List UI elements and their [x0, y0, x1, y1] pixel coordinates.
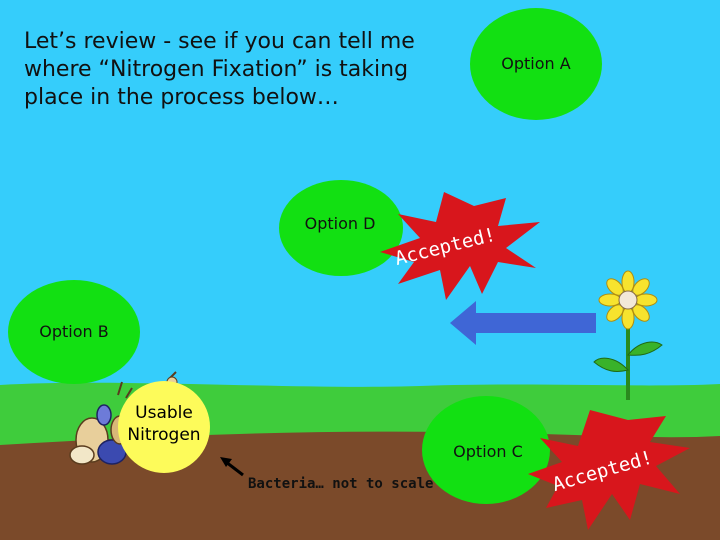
bacteria-note: Bacteria… not to scale [248, 476, 434, 492]
option-d-circle[interactable] [279, 180, 403, 276]
option-a-label[interactable]: Option A [501, 54, 571, 73]
accepted-burst-2 [528, 410, 690, 530]
option-c-circle[interactable] [422, 396, 550, 504]
usable-nitrogen-label: Usable Nitrogen [118, 402, 210, 446]
sunflower-icon [593, 270, 663, 400]
accepted-burst-1 [380, 192, 540, 300]
blue-arrow-icon [450, 301, 596, 345]
review-prompt: Let’s review - see if you can tell me wh… [24, 29, 415, 110]
option-a-circle[interactable] [470, 8, 602, 120]
option-c-label[interactable]: Option C [453, 442, 523, 461]
usable-nitrogen-circle [118, 381, 210, 473]
option-d-label[interactable]: Option D [304, 214, 376, 233]
usable-nitrogen-line2: Nitrogen [127, 425, 201, 445]
option-b-circle[interactable] [8, 280, 140, 384]
usable-nitrogen-line1: Usable [135, 403, 193, 423]
option-b-label[interactable]: Option B [39, 322, 109, 341]
pointer-arrow-icon [220, 457, 244, 477]
